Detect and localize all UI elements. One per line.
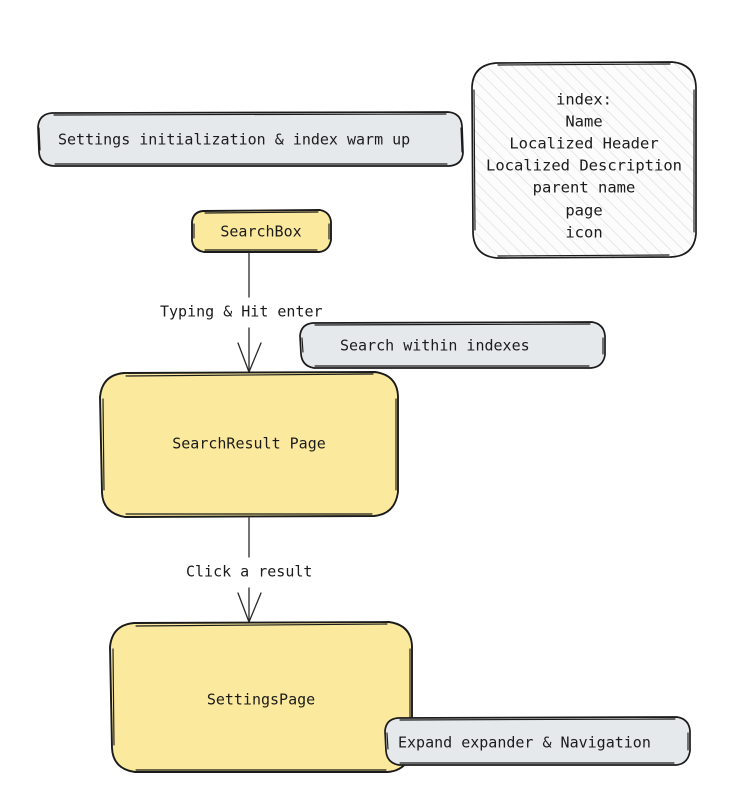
note-settings-initialization-shape xyxy=(37,111,464,167)
node-searchresult-page[interactable]: SearchResult Page xyxy=(99,371,399,518)
index-card-line-4: parent name xyxy=(533,179,636,197)
node-searchresult-page-shape[interactable] xyxy=(99,371,399,518)
node-searchbox-sketch xyxy=(193,211,330,251)
note-settings-initialization: Settings initialization & index warm up xyxy=(37,111,464,167)
index-card-line-6: icon xyxy=(565,224,602,242)
note-expand-expander-navigation: Expand expander & Navigation xyxy=(384,716,691,766)
node-settingspage-sketch xyxy=(112,623,411,771)
node-searchbox-shape[interactable] xyxy=(191,209,332,253)
note-search-within-indexes-shape xyxy=(299,321,606,369)
edge-click-a-result: Click a result xyxy=(186,517,312,623)
node-searchbox-label: SearchBox xyxy=(220,223,301,241)
index-card-line-5: page xyxy=(565,202,602,220)
node-settingspage-label: SettingsPage xyxy=(207,691,315,709)
node-searchresult-page-label: SearchResult Page xyxy=(172,435,326,453)
note-expand-expander-navigation-shape xyxy=(384,716,691,766)
node-settingspage-shape[interactable] xyxy=(109,621,413,773)
index-card-shape xyxy=(471,61,697,259)
note-expand-expander-navigation-label: Expand expander & Navigation xyxy=(398,734,651,752)
node-settingspage[interactable]: SettingsPage xyxy=(109,621,413,773)
node-searchresult-page-sketch xyxy=(102,373,397,515)
index-card-line-3: Localized Description xyxy=(486,157,682,175)
index-card-sketch xyxy=(473,63,695,257)
index-card-line-1: Name xyxy=(565,113,602,131)
note-search-within-indexes-label: Search within indexes xyxy=(340,337,530,355)
note-expand-expander-navigation-sketch xyxy=(386,718,689,764)
edge-typing-label: Typing & Hit enter xyxy=(160,303,323,321)
node-searchbox[interactable]: SearchBox xyxy=(191,209,332,253)
edge-typing-hit-enter: Typing & Hit enter xyxy=(160,252,323,373)
index-card-line-2: Localized Header xyxy=(509,135,658,153)
note-settings-initialization-sketch xyxy=(38,113,463,165)
edge-click-label: Click a result xyxy=(186,563,312,581)
note-search-within-indexes: Search within indexes xyxy=(299,321,606,369)
note-search-within-indexes-sketch xyxy=(301,323,604,367)
note-settings-initialization-label: Settings initialization & index warm up xyxy=(58,131,410,149)
index-card: index: Name Localized Header Localized D… xyxy=(471,61,697,259)
index-card-line-0: index: xyxy=(556,91,612,109)
